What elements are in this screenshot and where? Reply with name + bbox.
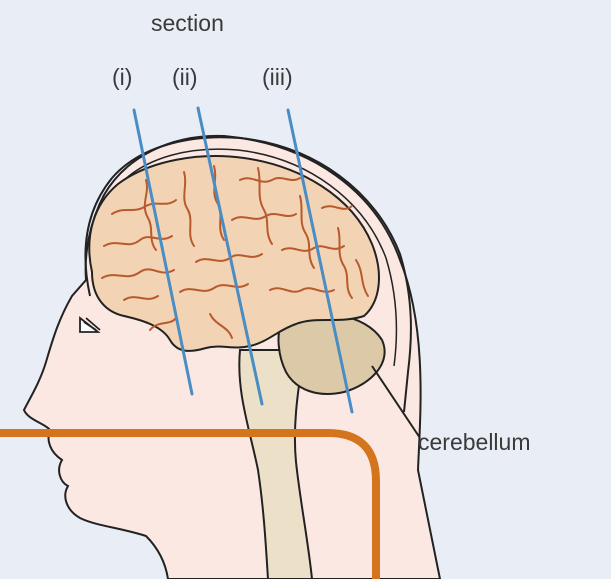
cerebellum-label: cerebellum [418, 431, 531, 454]
section-label: section [151, 12, 224, 35]
section-label-i: (i) [112, 66, 132, 89]
section-label-iii: (iii) [262, 66, 293, 89]
section-label-ii: (ii) [172, 66, 198, 89]
